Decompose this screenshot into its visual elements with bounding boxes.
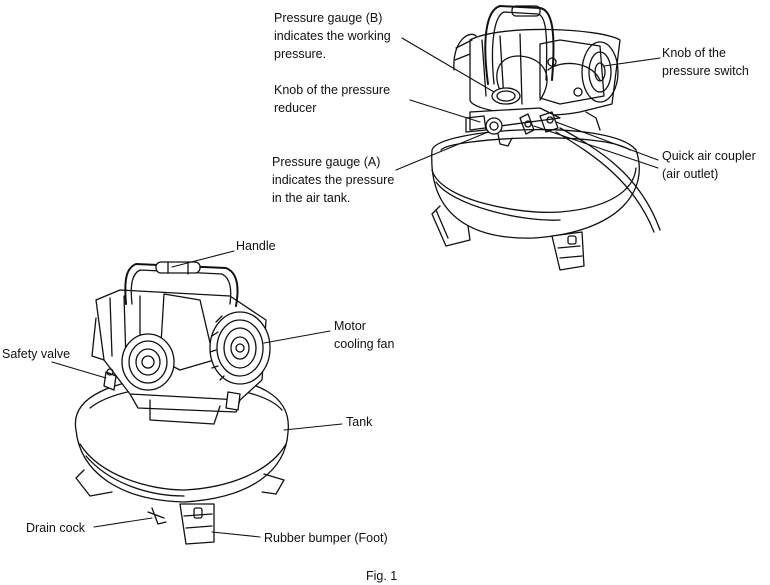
top-hose [560,128,660,230]
figure-caption: Fig. 1 [366,569,398,583]
front-safety-valve-part [104,369,116,390]
front-leader-lines [52,251,342,537]
label-knob-pressure-switch: Knob of the pressure switch [662,46,749,78]
front-right-fitting [226,392,240,410]
label-quick-air-coupler: Quick air coupler (air outlet) [662,149,756,181]
label-tank: Tank [346,415,373,429]
front-left-fan [122,334,174,390]
label-rubber-bumper: Rubber bumper (Foot) [264,531,388,545]
top-manifold [466,108,600,146]
top-feet [432,206,584,270]
label-safety-valve: Safety valve [2,347,71,361]
label-pressure-gauge-a: Pressure gauge (A) indicates the pressur… [272,155,395,205]
label-motor-cooling-fan: Motor cooling fan [334,319,395,351]
front-motor-cooling-fan [210,312,270,384]
pressure-gauge-b-part [492,88,520,104]
label-drain-cock: Drain cock [26,521,86,535]
front-feet [76,470,284,544]
top-handle [485,6,600,100]
top-leader-lines [396,38,660,170]
label-pressure-gauge-b: Pressure gauge (B) indicates the working… [274,11,391,61]
front-handle [125,262,237,306]
label-knob-pressure-reducer: Knob of the pressure reducer [274,83,391,115]
label-handle: Handle [236,239,276,253]
